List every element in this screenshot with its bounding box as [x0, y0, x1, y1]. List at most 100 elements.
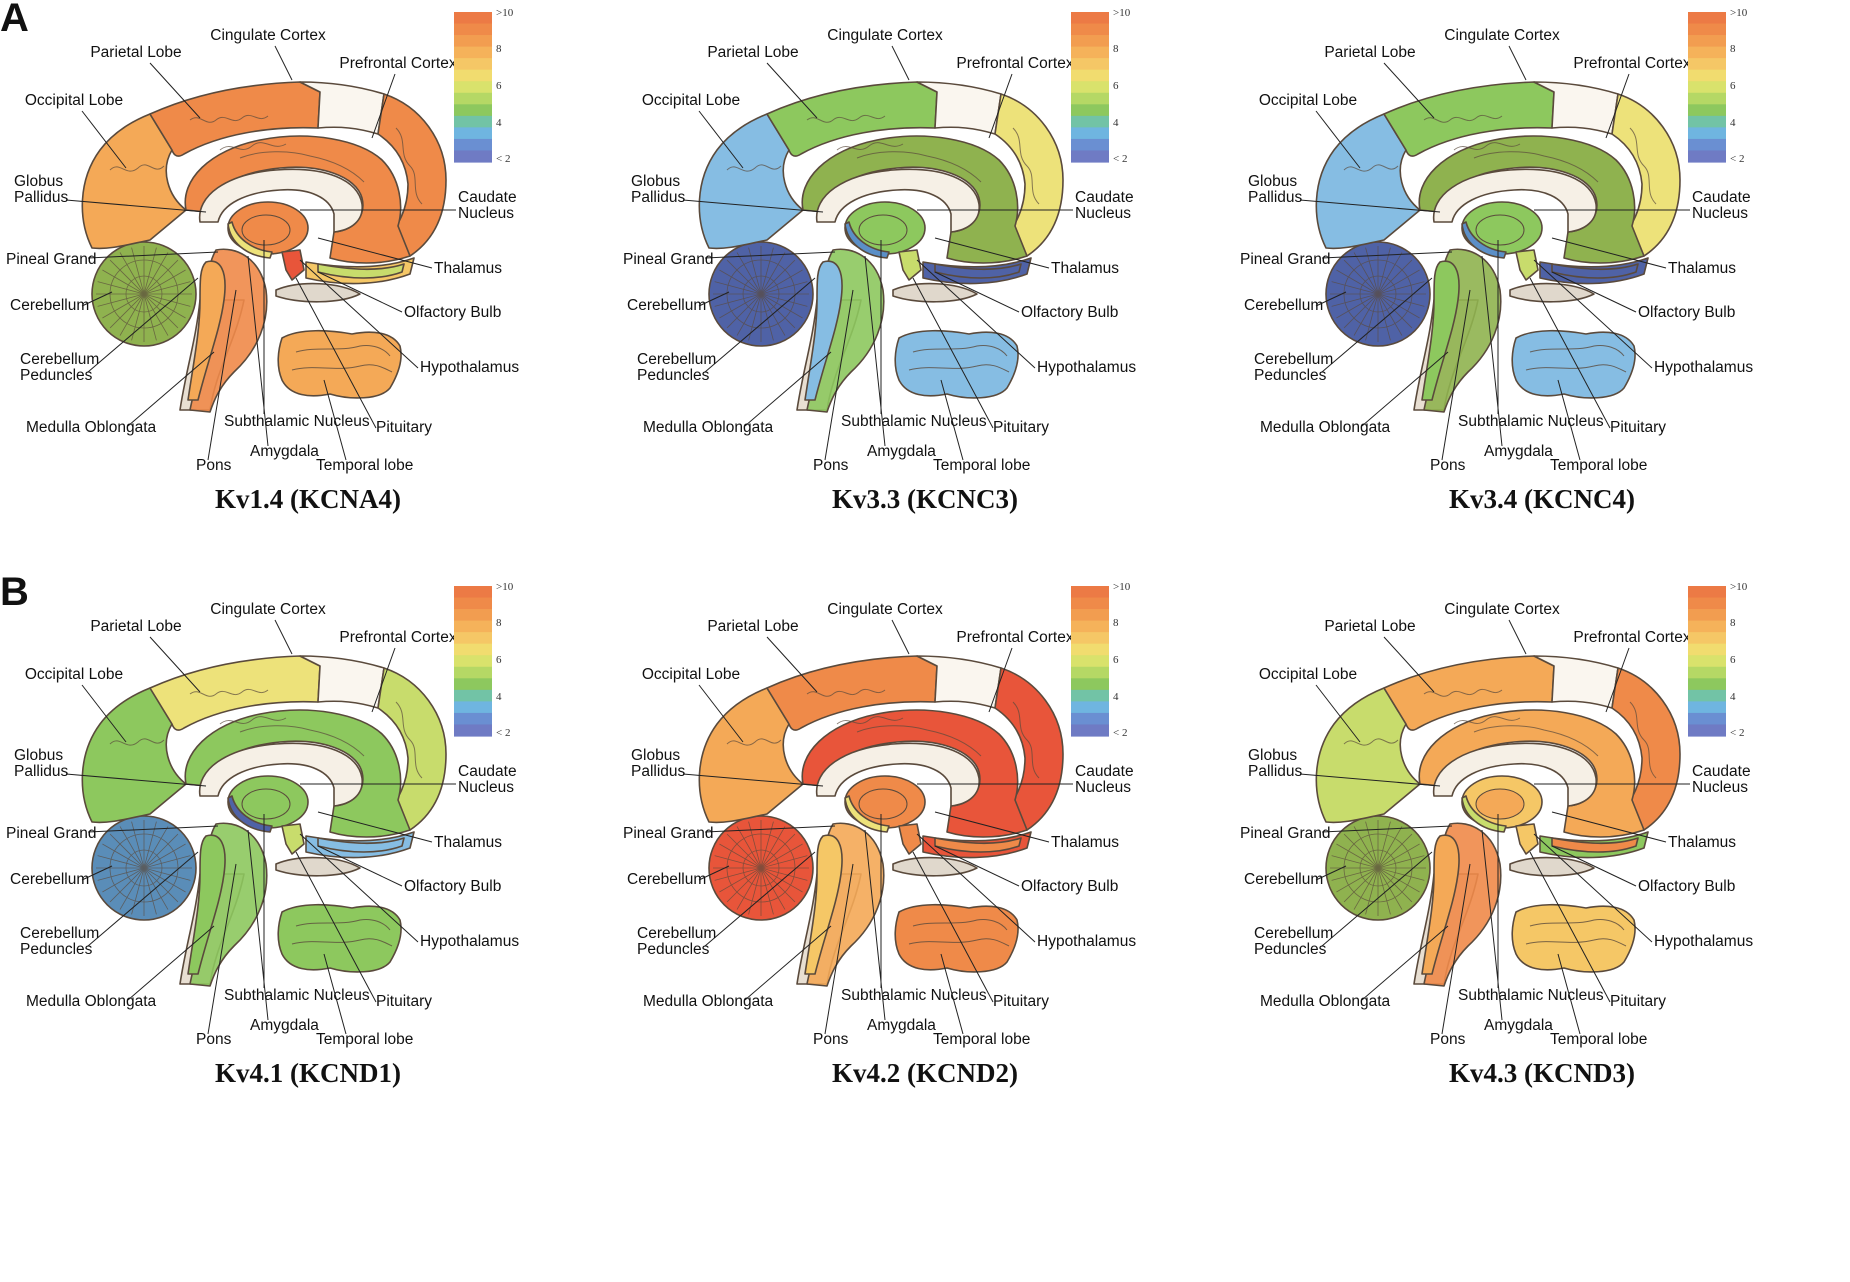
color-scale-tick: 4	[1113, 691, 1119, 703]
region-label-cingulate: Cingulate Cortex	[827, 27, 943, 44]
gene-title: Kv3.4 (KCNC4)	[1449, 484, 1635, 514]
region-label-medulla: Medulla Oblongata	[26, 419, 156, 436]
color-scale-swatch	[1688, 701, 1726, 714]
color-scale-swatch	[1688, 712, 1726, 726]
color-scale-swatch	[1071, 58, 1109, 71]
color-scale-swatch	[1071, 666, 1109, 679]
color-scale-swatch	[1688, 597, 1726, 610]
color-scale-swatch	[1071, 12, 1109, 25]
parietal-region	[1383, 655, 1555, 731]
color-scale-swatch	[1071, 689, 1109, 702]
region-label-globus2: Pallidus	[14, 763, 69, 780]
color-scale-swatch	[454, 678, 492, 691]
region-label-parietal: Parietal Lobe	[90, 44, 181, 61]
region-label-peduncles1: Cerebellum	[637, 925, 716, 942]
region-label-peduncles1: Cerebellum	[1254, 925, 1333, 942]
color-scale-swatch	[1688, 104, 1726, 117]
color-scale-swatch	[1071, 597, 1109, 610]
color-scale-tick: < 2	[1113, 727, 1127, 739]
panel-letter-b: B	[0, 570, 29, 614]
region-label-prefrontal: Prefrontal Cortex	[339, 55, 456, 72]
region-label-amygdala: Amygdala	[867, 443, 936, 460]
color-scale-swatch	[1688, 643, 1726, 656]
globus-region	[844, 795, 890, 833]
region-label-thalamus: Thalamus	[434, 260, 502, 277]
region-label-medulla: Medulla Oblongata	[1260, 419, 1390, 436]
color-scale-swatch	[454, 643, 492, 656]
region-label-hypothalamus: Hypothalamus	[1037, 359, 1136, 376]
region-label-occipital: Occipital Lobe	[25, 92, 123, 109]
region-label-temporal: Temporal lobe	[933, 457, 1030, 474]
globus-region	[227, 221, 273, 259]
region-label-peduncles2: Peduncles	[20, 941, 93, 958]
color-scale-swatch	[454, 115, 492, 128]
region-label-hypothalamus: Hypothalamus	[420, 359, 519, 376]
pons-region	[187, 260, 226, 401]
region-label-cerebellum: Cerebellum	[10, 871, 89, 888]
region-label-pituitary: Pituitary	[376, 419, 432, 436]
color-scale-tick: >10	[1730, 7, 1748, 19]
color-scale-tick: 6	[1113, 80, 1119, 92]
region-label-globus1: Globus	[1248, 747, 1297, 764]
region-label-olfactory: Olfactory Bulb	[1021, 304, 1118, 321]
color-scale-tick: 8	[496, 617, 502, 629]
olfactory-region	[1551, 263, 1639, 279]
color-scale-swatch	[1071, 92, 1109, 105]
region-label-prefrontal: Prefrontal Cortex	[339, 629, 456, 646]
region-label-pituitary: Pituitary	[993, 993, 1049, 1010]
region-label-peduncles2: Peduncles	[1254, 367, 1327, 384]
color-scale-swatch	[454, 620, 492, 633]
color-scale-swatch	[454, 23, 492, 36]
color-scale-tick: 6	[1730, 654, 1736, 666]
region-label-pons: Pons	[813, 457, 849, 474]
region-label-parietal: Parietal Lobe	[90, 618, 181, 635]
olfactory-region	[934, 263, 1022, 279]
hypothalamus-region	[898, 249, 922, 281]
region-label-pineal: Pineal Grand	[6, 251, 96, 268]
region-label-hypothalamus: Hypothalamus	[420, 933, 519, 950]
region-label-amygdala: Amygdala	[1484, 443, 1553, 460]
region-label-peduncles2: Peduncles	[1254, 941, 1327, 958]
color-scale-tick: >10	[496, 7, 514, 19]
olfactory-region	[317, 263, 405, 279]
region-label-caudate1: Caudate	[1692, 763, 1751, 780]
globus-region	[1461, 795, 1507, 833]
region-label-caudate1: Caudate	[458, 189, 517, 206]
color-scale-swatch	[1071, 150, 1109, 163]
region-label-temporal: Temporal lobe	[316, 457, 413, 474]
color-scale-swatch	[1688, 689, 1726, 702]
color-scale-swatch	[1071, 701, 1109, 714]
region-label-cerebellum: Cerebellum	[1244, 297, 1323, 314]
region-label-prefrontal: Prefrontal Cortex	[956, 629, 1073, 646]
pons-region	[1421, 834, 1460, 975]
region-label-parietal: Parietal Lobe	[1324, 618, 1415, 635]
color-scale-swatch	[1071, 643, 1109, 656]
region-label-thalamus: Thalamus	[434, 834, 502, 851]
color-scale-tick: 4	[496, 691, 502, 703]
region-label-subthalamic: Subthalamic Nucleus	[841, 987, 987, 1004]
parietal-region	[766, 81, 938, 157]
temporal-region	[1511, 329, 1636, 399]
color-scale-swatch	[1688, 666, 1726, 679]
globus-region	[1461, 221, 1507, 259]
region-label-globus1: Globus	[631, 173, 680, 190]
region-label-occipital: Occipital Lobe	[642, 92, 740, 109]
color-scale-swatch	[1688, 127, 1726, 140]
region-label-cerebellum: Cerebellum	[10, 297, 89, 314]
color-scale-swatch	[454, 689, 492, 702]
color-scale-tick: >10	[1113, 581, 1131, 593]
region-label-amygdala: Amygdala	[250, 1017, 319, 1034]
color-scale-swatch	[454, 69, 492, 82]
gene-title: Kv4.3 (KCND3)	[1449, 1058, 1635, 1088]
color-scale-swatch	[1071, 712, 1109, 726]
color-scale-tick: 8	[1730, 43, 1736, 55]
region-label-globus2: Pallidus	[631, 763, 686, 780]
region-label-subthalamic: Subthalamic Nucleus	[224, 413, 370, 430]
